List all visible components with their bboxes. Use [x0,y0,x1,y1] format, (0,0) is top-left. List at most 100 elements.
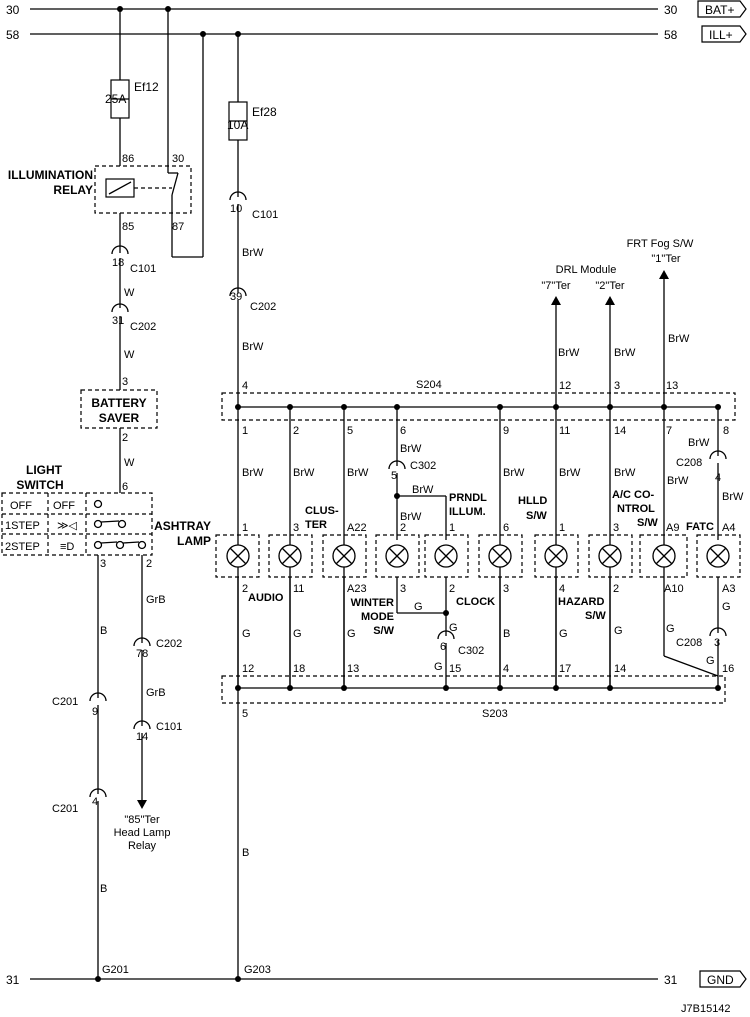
bat-right-num: 30 [664,3,678,17]
wire-brw-clock: BrW [503,467,525,479]
wire-brw-c302: BrW [400,443,422,455]
wire-brw-hlld: BrW [559,467,581,479]
s203-pin15: 15 [449,663,461,675]
s204-pin6: 6 [400,425,406,437]
lamp-ac-line3: S/W [637,517,658,529]
wire-g-hazard: G [614,625,623,637]
c208-pin3-num: 3 [714,637,720,649]
wire-g-ash: G [242,628,251,640]
lamp-hazard-line1: HAZARD [558,596,604,608]
connector-c208-pin3 [709,627,727,637]
ground-g201: G201 [102,964,129,976]
clock-pin-top: 6 [503,522,509,534]
light-switch-pin6: 6 [122,481,128,493]
wire-brw-ash: BrW [242,467,264,479]
connector-c202-pin31 [111,303,129,313]
c202-left-label: C202 [130,321,156,333]
bat-tag-label: BAT+ [705,3,734,17]
switch-pos-2step: 2STEP [5,541,40,553]
bat-tag: BAT+ [697,0,747,18]
headlamp-icon: ≡D [60,541,74,553]
wire-g-hlld: G [559,628,568,640]
wire-brw-frt: BrW [668,333,690,345]
wire-brw-fatc2: BrW [722,491,744,503]
lamp-hlld-line1: HLLD [518,495,547,507]
switch-pos-1step: 1STEP [5,520,40,532]
connector-c208-pin4 [709,450,727,460]
s204-pin5: 5 [347,425,353,437]
wire-brw-2: BrW [242,341,264,353]
drl-7ter: "7"Ter [541,280,571,292]
gnd-tag-label: GND [707,973,734,987]
parking-lamp-icon: ≫◁ [57,520,78,532]
frt-1ter: "1"Ter [651,253,681,265]
wire-g-fatc2: G [706,655,715,667]
s204-pin3: 3 [614,380,620,392]
wire-g-prndl: G [449,622,458,634]
relay-name-line1: ILLUMINATION [8,168,93,182]
c101-pin18-num: 18 [112,257,124,269]
frt-fog-title: FRT Fog S/W [627,238,694,250]
lamp-hlld-line2: S/W [526,510,547,522]
wire-brw-drl2: BrW [614,347,636,359]
c208-lower-label: C208 [676,637,702,649]
ill-tag: ILL+ [701,25,747,43]
drl-module-title: DRL Module [556,264,617,276]
s203-pin14: 14 [614,663,626,675]
lamp-prndl-line1: PRNDL [449,492,487,504]
ill-tag-label: ILL+ [709,28,733,42]
wire-g-c302: G [434,661,443,673]
c208-upper-label: C208 [676,457,702,469]
ill-left-num: 58 [6,28,20,42]
arrow-up-icon [605,296,615,305]
connector-c302-pin6 [437,630,455,640]
arrow-down-icon [137,800,147,809]
battery-saver-pin2: 2 [122,432,128,444]
lamp-cluster-line2: TER [305,519,327,531]
c202-right-label: C202 [156,638,182,650]
wire-brw-fatc1: BrW [688,437,710,449]
wire-b-ground: B [242,847,249,859]
splice-s204-box [221,392,736,421]
light-switch-pin3: 3 [100,558,106,570]
junction-dot [95,976,101,982]
c202-pin39-num: 39 [230,291,242,303]
fuse-ef12-rating: 25A [105,92,126,106]
gnd-left-num: 31 [6,973,20,987]
wire-b-left-2: B [100,883,107,895]
wire-g-audio: G [293,628,302,640]
wire-g-fatc1: G [722,601,731,613]
lamp-winter-line1: WINTER [351,597,394,609]
connector-c302-pin5 [388,460,406,470]
s203-pin18: 18 [293,663,305,675]
diagram-id: J7B15142 [681,1003,731,1015]
c201-lower-label: C201 [52,803,78,815]
audio-pin-bot: 11 [293,583,304,595]
winter-pin-bot: 3 [400,583,406,595]
fuse-ef12-name: Ef12 [134,80,159,94]
battery-saver [80,389,158,429]
headlamp-relay-line1: "85"Ter [124,814,160,826]
lamp-cluster-line1: CLUS- [305,505,339,517]
ground-g203: G203 [244,964,271,976]
s204-pin1: 1 [242,425,248,437]
fuse-ef28-name: Ef28 [252,105,277,119]
relay-pin86: 86 [122,153,134,165]
wire-brw-ac: BrW [667,475,689,487]
gnd-tag: GND [699,970,747,988]
audio-pin-top: 3 [293,522,299,534]
junction-dot [235,976,241,982]
s204-pin14: 14 [614,425,626,437]
connector-c101-pin10 [229,191,247,201]
s204-pin7: 7 [666,425,672,437]
clus-pin-top: A22 [347,522,367,534]
connector-c101-pin18 [111,245,129,255]
prndl-pin-bot: 2 [449,583,455,595]
s204-pin8: 8 [723,425,729,437]
ash-pin-bot: 2 [242,583,248,595]
winter-pin-top: 2 [400,522,406,534]
ash-pin-top: 1 [242,522,248,534]
s203-pin12: 12 [242,663,254,675]
a3-pin: A3 [722,583,735,595]
